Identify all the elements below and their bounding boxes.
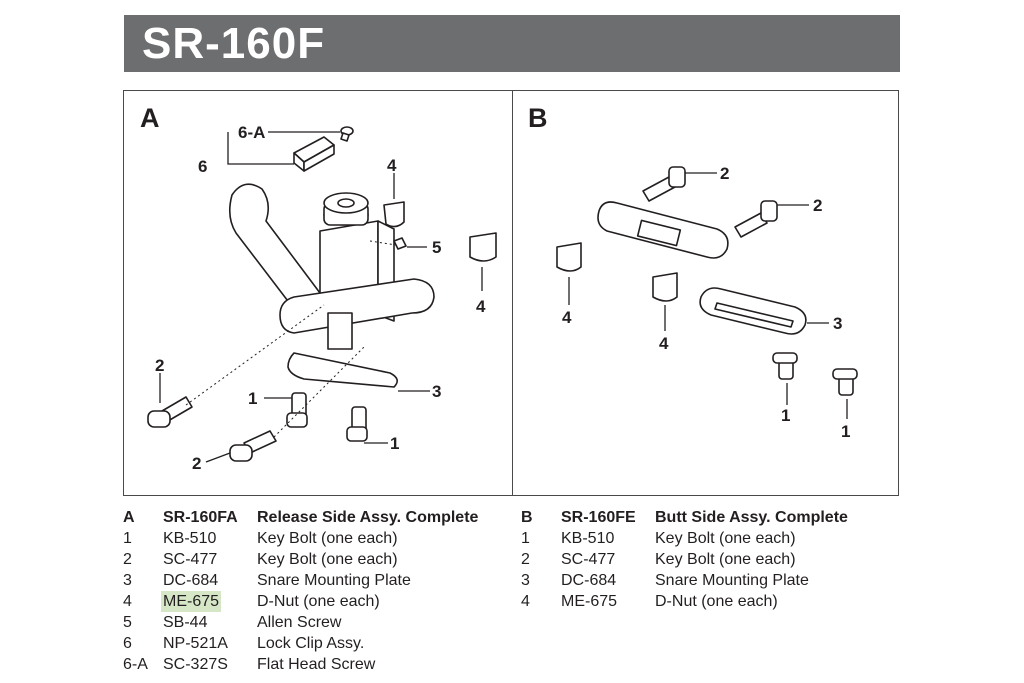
part-code: SB-44 [163, 614, 208, 631]
part-key: 2 [123, 551, 132, 568]
mounting-plate-part [287, 352, 398, 388]
key-bolt-part [147, 396, 193, 428]
lock-clip-part [293, 136, 335, 172]
exploded-diagram: A B [123, 90, 899, 496]
part-code: DC-684 [163, 572, 219, 589]
key-bolt-part [346, 406, 368, 442]
part-code: KB-510 [561, 530, 615, 547]
key-bolt-part [286, 392, 308, 428]
title-bar: SR-160F [124, 15, 900, 72]
d-nut-part [556, 242, 582, 272]
assembly-code: SR-160FA [163, 509, 238, 526]
panel-b-diagram: 2 2 4 3 4 1 1 [556, 164, 858, 441]
callout-1: 1 [390, 434, 399, 453]
part-code: SC-327S [163, 656, 228, 673]
callout-2: 2 [155, 356, 164, 375]
key-bolt-part [772, 352, 798, 380]
key-bolt-part [642, 166, 686, 202]
part-code-highlighted: ME-675 [161, 591, 222, 612]
assembly-key: A [123, 509, 135, 526]
callout-3: 3 [432, 382, 441, 401]
callout-4: 4 [476, 297, 486, 316]
callout-5: 5 [432, 238, 441, 257]
part-desc: Flat Head Screw [257, 656, 376, 673]
assembly-desc: Butt Side Assy. Complete [655, 509, 848, 526]
part-code: KB-510 [163, 530, 217, 547]
part-code: SC-477 [561, 551, 616, 568]
part-key: 3 [123, 572, 132, 589]
callout-4: 4 [562, 308, 572, 327]
part-key: 4 [521, 593, 530, 610]
d-nut-part [383, 201, 405, 228]
page-title: SR-160F [142, 19, 326, 68]
d-nut-part [652, 272, 678, 302]
part-key: 1 [521, 530, 530, 547]
panel-a-letter: A [140, 103, 160, 133]
part-desc: Allen Screw [257, 614, 342, 631]
key-bolt-part [734, 200, 778, 238]
key-bolt-part [832, 368, 858, 396]
callout-6: 6 [198, 157, 207, 176]
assembly-desc: Release Side Assy. Complete [257, 509, 479, 526]
part-desc: Lock Clip Assy. [257, 635, 365, 652]
part-code: ME-675 [561, 593, 618, 610]
throw-off-body-part [279, 220, 435, 350]
part-desc: Key Bolt (one each) [257, 530, 398, 547]
callout-1: 1 [781, 406, 790, 425]
callout-2: 2 [192, 454, 201, 473]
assembly-code: SR-160FE [561, 509, 636, 526]
part-key: 4 [123, 593, 132, 610]
callout-4: 4 [659, 334, 669, 353]
part-key: 1 [123, 530, 132, 547]
part-key: 3 [521, 572, 530, 589]
tension-knob-part [323, 192, 369, 226]
part-desc: Key Bolt (one each) [655, 551, 796, 568]
part-key: 6 [123, 635, 132, 652]
part-desc: D-Nut (one each) [655, 593, 778, 610]
part-desc: Key Bolt (one each) [655, 530, 796, 547]
callout-3: 3 [833, 314, 842, 333]
callout-1: 1 [841, 422, 850, 441]
assembly-key: B [521, 509, 533, 526]
callout-4: 4 [387, 156, 397, 175]
key-bolt-part [229, 430, 277, 462]
callout-2: 2 [813, 196, 822, 215]
flat-head-screw-part [340, 126, 354, 142]
d-nut-part [469, 232, 497, 262]
part-desc: Key Bolt (one each) [257, 551, 398, 568]
plate-slot [714, 302, 794, 328]
panel-b-letter: B [528, 103, 548, 133]
part-key: 5 [123, 614, 132, 631]
part-code: SC-477 [163, 551, 218, 568]
panel-a-diagram: 6-A 6 4 5 4 2 1 3 2 1 [147, 123, 497, 473]
part-code: DC-684 [561, 572, 617, 589]
part-key: 6-A [123, 656, 148, 673]
callout-6a: 6-A [238, 123, 265, 142]
part-key: 2 [521, 551, 530, 568]
part-desc: D-Nut (one each) [257, 593, 380, 610]
panel-divider [512, 91, 513, 495]
callout-2: 2 [720, 164, 729, 183]
allen-screw-part [393, 237, 407, 250]
part-desc: Snare Mounting Plate [655, 572, 809, 589]
plate-slot [636, 219, 682, 247]
callout-1: 1 [248, 389, 257, 408]
part-code: NP-521A [163, 635, 228, 652]
part-desc: Snare Mounting Plate [257, 572, 411, 589]
